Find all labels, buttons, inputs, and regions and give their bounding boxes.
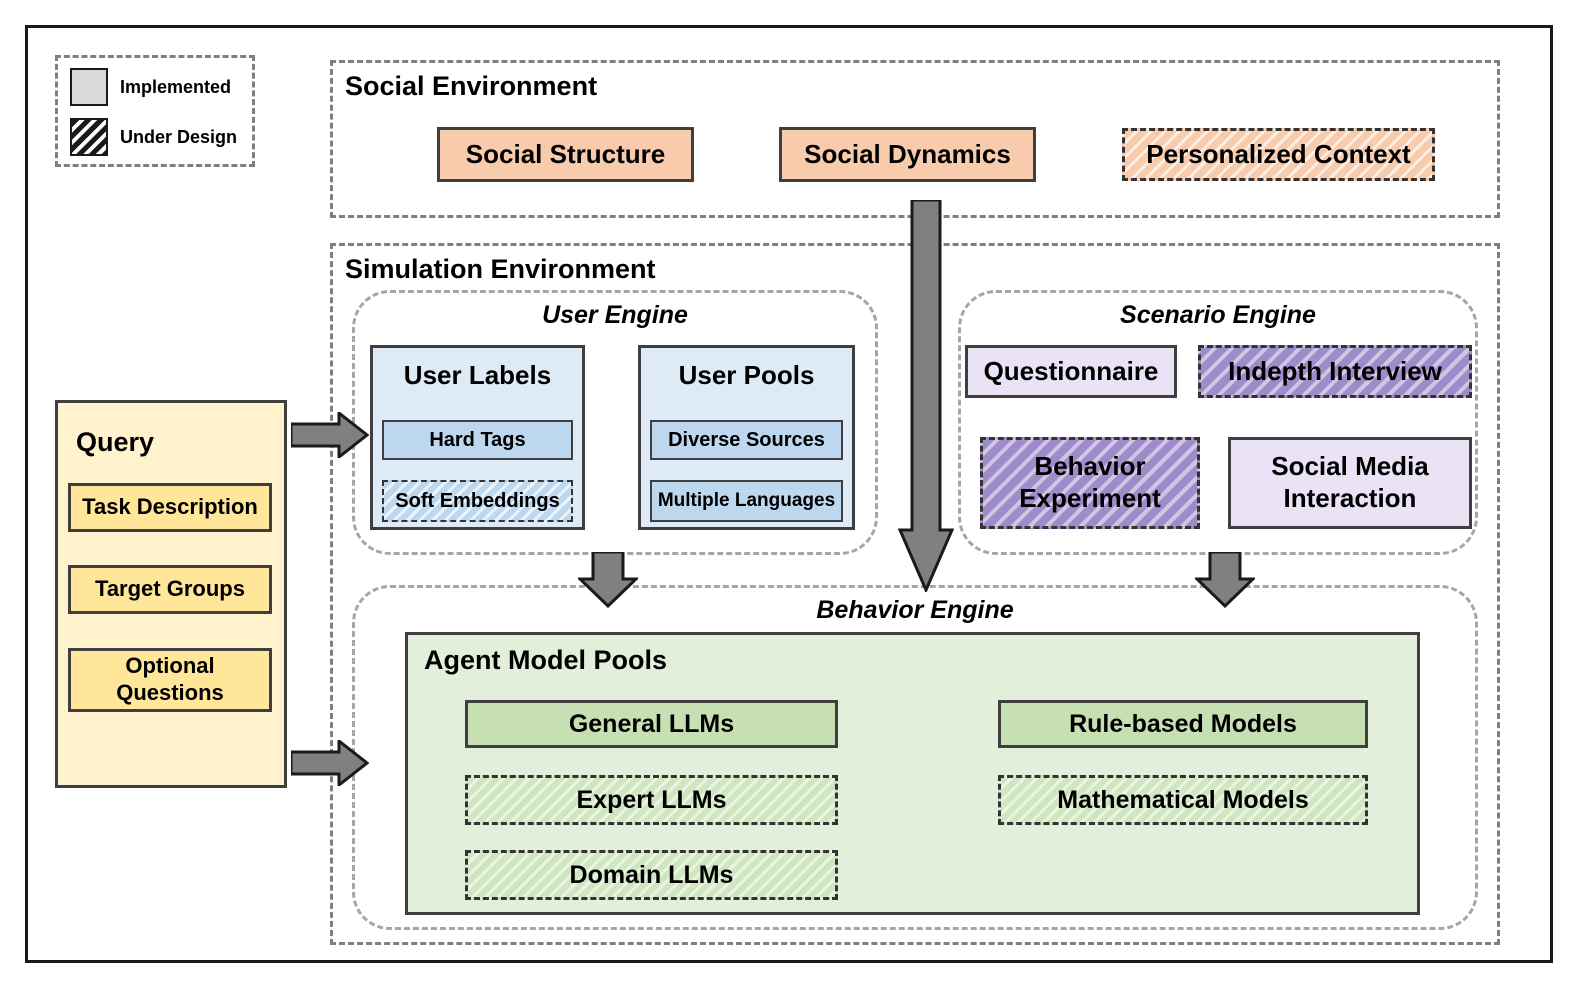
expert-llms-box: Expert LLMs xyxy=(465,775,838,825)
general-llms-box: General LLMs xyxy=(465,700,838,748)
indepth-interview-box: Indepth Interview xyxy=(1198,345,1472,398)
social-environment-title: Social Environment xyxy=(345,71,598,101)
arrow-social-to-behavior-engine-icon xyxy=(898,200,954,592)
query-title: Query xyxy=(76,427,155,457)
mathematical-models-box: Mathematical Models xyxy=(998,775,1368,825)
optional-questions-box: Optional Questions xyxy=(68,648,272,712)
agent-model-pools-title: Agent Model Pools xyxy=(424,645,667,675)
legend: Implemented Under Design xyxy=(55,55,255,167)
outer-frame xyxy=(25,25,1553,963)
soft-embeddings-box: Soft Embeddings xyxy=(382,480,573,522)
legend-label: Under Design xyxy=(120,126,238,147)
arrow-query-to-behavior-engine-icon xyxy=(291,740,369,786)
multiple-languages-box: Multiple Languages xyxy=(650,480,843,522)
legend-label: Implemented xyxy=(120,76,232,97)
arrow-user-engine-to-behavior-engine-icon xyxy=(578,552,638,608)
under-design-swatch-icon xyxy=(70,118,108,156)
implemented-swatch-icon xyxy=(70,68,108,106)
legend-item-under-design: Under Design xyxy=(70,118,237,156)
legend-item-implemented: Implemented xyxy=(70,68,231,106)
scenario-engine-title: Scenario Engine xyxy=(1120,301,1316,329)
behavior-experiment-box: Behavior Experiment xyxy=(980,437,1200,529)
social-dynamics-box: Social Dynamics xyxy=(779,127,1036,182)
questionnaire-box: Questionnaire xyxy=(965,345,1177,398)
hard-tags-box: Hard Tags xyxy=(382,420,573,460)
task-description-box: Task Description xyxy=(68,483,272,532)
diverse-sources-box: Diverse Sources xyxy=(650,420,843,460)
social-structure-box: Social Structure xyxy=(437,127,694,182)
target-groups-box: Target Groups xyxy=(68,565,272,614)
user-engine-title: User Engine xyxy=(542,301,688,329)
domain-llms-box: Domain LLMs xyxy=(465,850,838,900)
rule-based-models-box: Rule-based Models xyxy=(998,700,1368,748)
user-labels-title: User Labels xyxy=(403,360,552,390)
simulation-environment-title: Simulation Environment xyxy=(345,254,656,284)
social-media-interaction-box: Social Media Interaction xyxy=(1228,437,1472,529)
arrow-scenario-engine-to-behavior-engine-icon xyxy=(1195,552,1255,608)
behavior-engine-title: Behavior Engine xyxy=(816,596,1014,624)
personalized-context-box: Personalized Context xyxy=(1122,128,1435,181)
user-pools-title: User Pools xyxy=(678,360,815,390)
arrow-query-to-user-engine-icon xyxy=(291,412,369,458)
